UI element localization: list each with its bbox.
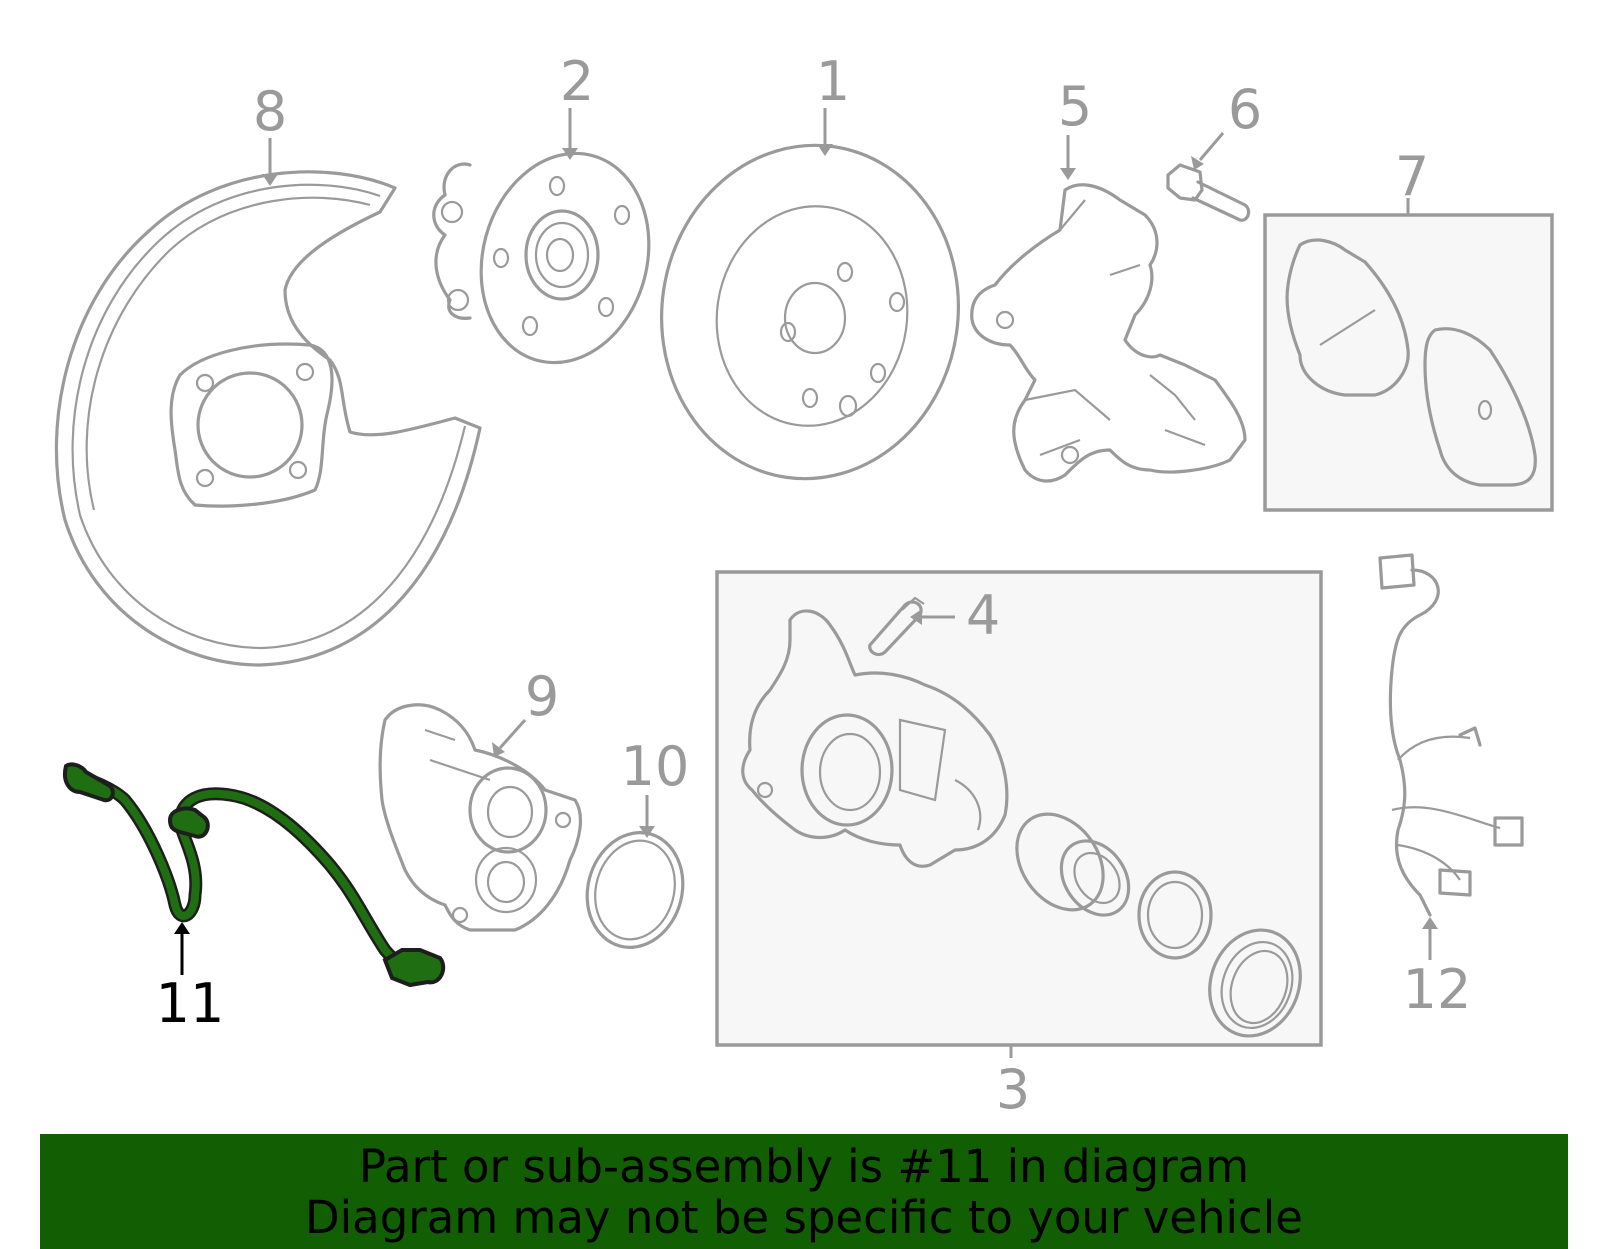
callout-4: 4: [966, 584, 1000, 647]
part-9-actuator[interactable]: [378, 703, 582, 932]
callout-10: 10: [621, 735, 690, 798]
callout-11: 11: [156, 972, 225, 1035]
part-10-o-ring[interactable]: [575, 822, 696, 958]
part-3-piston-seals[interactable]: [999, 798, 1315, 1049]
callout-3: 3: [996, 1058, 1030, 1121]
part-3-box: [715, 570, 1323, 1047]
part-7-brake-pads[interactable]: [1285, 238, 1537, 487]
callout-6: 6: [1228, 78, 1262, 141]
callout-5: 5: [1058, 75, 1092, 138]
part-1-brake-rotor[interactable]: [640, 126, 980, 498]
banner-line-disclaimer: Diagram may not be specific to your vehi…: [305, 1190, 1303, 1244]
part-2-hub-bearing[interactable]: [432, 134, 672, 381]
part-5-caliper-support[interactable]: [970, 183, 1247, 483]
part-11-brake-hose[interactable]: [63, 762, 446, 988]
callout-1: 1: [816, 50, 850, 113]
callout-7: 7: [1395, 145, 1429, 208]
info-banner: Part or sub-assembly is #11 in diagram D…: [40, 1134, 1568, 1249]
callout-arrows: [174, 108, 1438, 1058]
callout-9: 9: [525, 665, 559, 728]
callout-8: 8: [253, 80, 287, 143]
part-3-caliper-assembly[interactable]: [741, 609, 1009, 868]
banner-line-part: Part or sub-assembly is #11 in diagram: [358, 1139, 1250, 1193]
callout-2: 2: [560, 50, 594, 113]
part-8-dust-shield[interactable]: [54, 170, 482, 667]
part-12-sensor-harness[interactable]: [1378, 553, 1524, 917]
part-6-bolt[interactable]: [1166, 163, 1251, 222]
callout-12: 12: [1403, 958, 1472, 1021]
